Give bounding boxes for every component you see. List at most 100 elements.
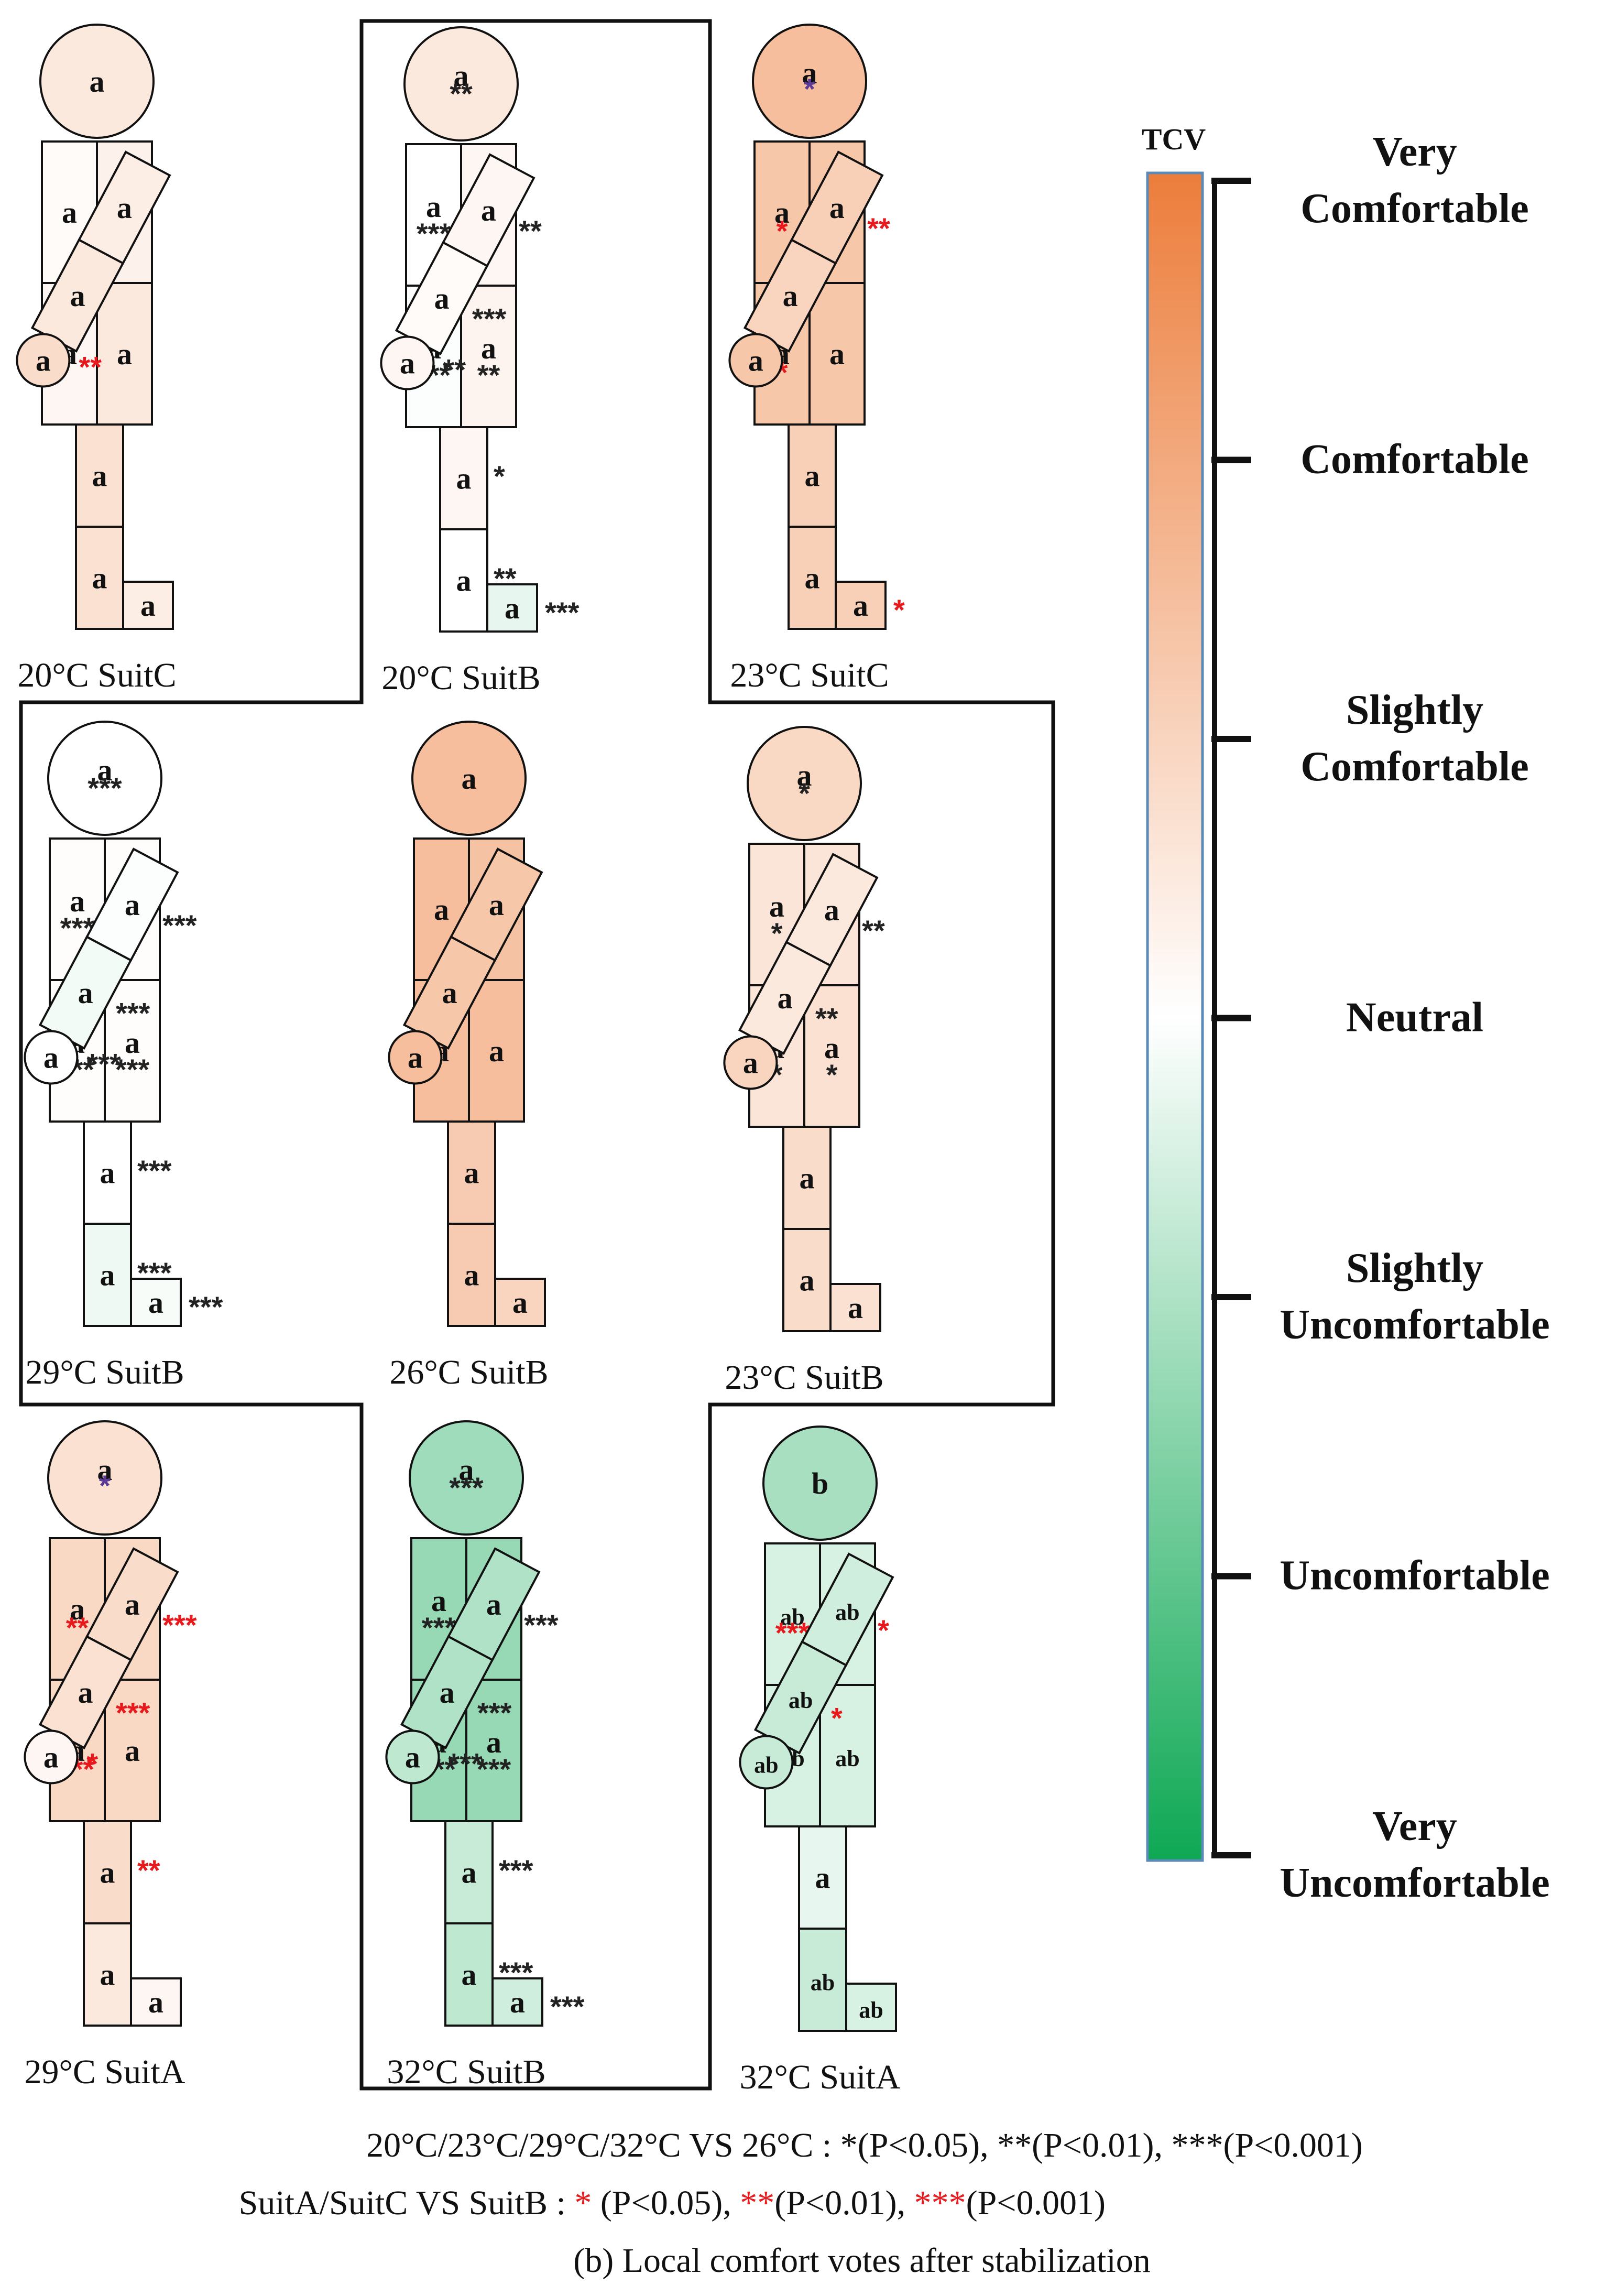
- part-head: a*: [747, 726, 862, 841]
- part-label: a: [405, 1740, 420, 1775]
- significance-stars: ***: [477, 1753, 511, 1786]
- part-label: a: [426, 190, 441, 224]
- figure-title: (b) Local comfort votes after stabilizat…: [573, 2241, 1150, 2280]
- part-hand: a*: [24, 1729, 98, 1784]
- significance-note-26c: 20°C/23°C/29°C/32°C VS 26°C : *(P<0.05),…: [366, 2126, 1363, 2164]
- significance-stars: ***: [88, 771, 122, 804]
- part-abdomen-right: a***: [465, 1679, 522, 1822]
- significance-stars: ***: [499, 1854, 533, 1887]
- part-label: a: [481, 193, 496, 227]
- significance-stars: **: [477, 358, 500, 391]
- part-abdomen-right: a: [808, 282, 866, 426]
- part-label: ab: [754, 1753, 778, 1778]
- significance-stars: ***: [524, 1608, 559, 1641]
- part-abdomen-right: a: [104, 1679, 161, 1822]
- significance-stars: ***: [116, 1696, 150, 1729]
- note-star-3: ***: [914, 2184, 966, 2222]
- part-thigh: a**: [83, 1820, 160, 1924]
- part-label: a: [462, 1958, 477, 1992]
- part-head: a***: [47, 721, 162, 836]
- legend-level-label: Slightly: [1346, 687, 1483, 733]
- legend-level-label: Very: [1372, 1803, 1457, 1849]
- legend-level-label: Neutral: [1346, 995, 1483, 1041]
- part-label: a: [456, 462, 472, 496]
- significance-stars: ***: [115, 1053, 150, 1086]
- part-label: a: [805, 561, 820, 595]
- part-abdomen-right: a: [96, 282, 153, 426]
- part-forearm: a: [402, 935, 497, 1050]
- part-label: a: [408, 1041, 423, 1075]
- part-thigh: a ***: [444, 1820, 533, 1924]
- part-label: a: [97, 753, 113, 787]
- suitb-cross-frame: [19, 19, 1055, 2091]
- significance-stars: ***: [472, 302, 507, 335]
- part-label: a: [440, 1675, 455, 1710]
- part-forearm: a: [743, 238, 837, 353]
- significance-stars: ***: [550, 1990, 585, 2023]
- part-label: a: [400, 346, 415, 380]
- part-calf: a: [75, 526, 124, 630]
- legend-level-label: Uncomfortable: [1280, 1553, 1549, 1599]
- part-forearm: a***: [38, 1635, 150, 1749]
- legend-level-label: Comfortable: [1300, 744, 1528, 790]
- part-label: a: [462, 1856, 477, 1890]
- part-label: a: [774, 195, 790, 230]
- part-label: ab: [835, 1599, 859, 1625]
- part-upper-arm: a***: [85, 847, 197, 962]
- part-foot: a***: [486, 583, 580, 633]
- significance-stars: *: [826, 1058, 838, 1091]
- note-star-1: *: [574, 2184, 592, 2222]
- significance-stars: *: [878, 1614, 889, 1647]
- part-label: a: [140, 589, 156, 623]
- significance-stars: **: [519, 214, 542, 247]
- figure-caption: 23°C SuitB: [725, 1358, 883, 1397]
- significance-stars: **: [867, 212, 890, 245]
- significance-stars: ***: [449, 1471, 484, 1504]
- legend-level-label: Slightly: [1346, 1245, 1483, 1291]
- part-thigh: a: [798, 1825, 847, 1930]
- part-label: a: [62, 195, 77, 230]
- figure-caption: 20°C SuitC: [17, 656, 176, 694]
- part-label: a: [100, 1258, 115, 1292]
- part-label: a: [36, 344, 51, 378]
- note-star-2: **: [740, 2184, 774, 2222]
- legend-title: TCV: [1142, 122, 1206, 156]
- part-foot: a***: [130, 1278, 223, 1327]
- part-label: a: [486, 1725, 501, 1759]
- part-head: a*: [47, 1420, 162, 1536]
- tcv-legend: TCV VeryComfortableComfortableSlightlyCo…: [1142, 122, 1550, 1906]
- part-calf: a: [782, 1228, 832, 1332]
- part-thigh: a*: [439, 426, 505, 530]
- part-upper-arm: a ***: [447, 1547, 559, 1662]
- significance-stars: **: [815, 1002, 838, 1035]
- part-thigh: a: [788, 423, 837, 528]
- part-thigh: a: [782, 1126, 832, 1230]
- part-label: a: [464, 1258, 479, 1292]
- figure-caption: 20°C SuitB: [381, 659, 540, 697]
- part-label: a: [510, 1985, 525, 2019]
- significance-stars: ***: [86, 1048, 121, 1081]
- part-label: a: [800, 1264, 815, 1298]
- part-label: a: [464, 1156, 479, 1190]
- body-figure: aaaaaaaaaaa26°C SuitB: [388, 721, 549, 1391]
- part-label: a: [815, 1861, 830, 1895]
- part-foot: a*: [835, 581, 905, 630]
- part-label: a: [486, 1587, 501, 1622]
- significance-stars: ***: [189, 1290, 223, 1323]
- part-abdomen-right: a**: [460, 285, 517, 428]
- part-abdomen-right: a: [468, 979, 525, 1123]
- part-label: a: [824, 893, 839, 927]
- part-label: a: [829, 191, 845, 225]
- part-hand: a: [728, 333, 783, 388]
- part-head: a: [411, 721, 527, 836]
- part-label: a: [805, 459, 820, 493]
- part-label: a: [824, 1031, 839, 1065]
- legend-level-label: Comfortable: [1300, 437, 1528, 483]
- significance-stars: ***: [545, 596, 580, 629]
- significance-stars: *: [494, 460, 505, 493]
- note-prefix: SuitA/SuitC VS SuitB :: [239, 2184, 575, 2222]
- part-label: a: [70, 279, 85, 313]
- legend-colorbar: [1146, 171, 1204, 1862]
